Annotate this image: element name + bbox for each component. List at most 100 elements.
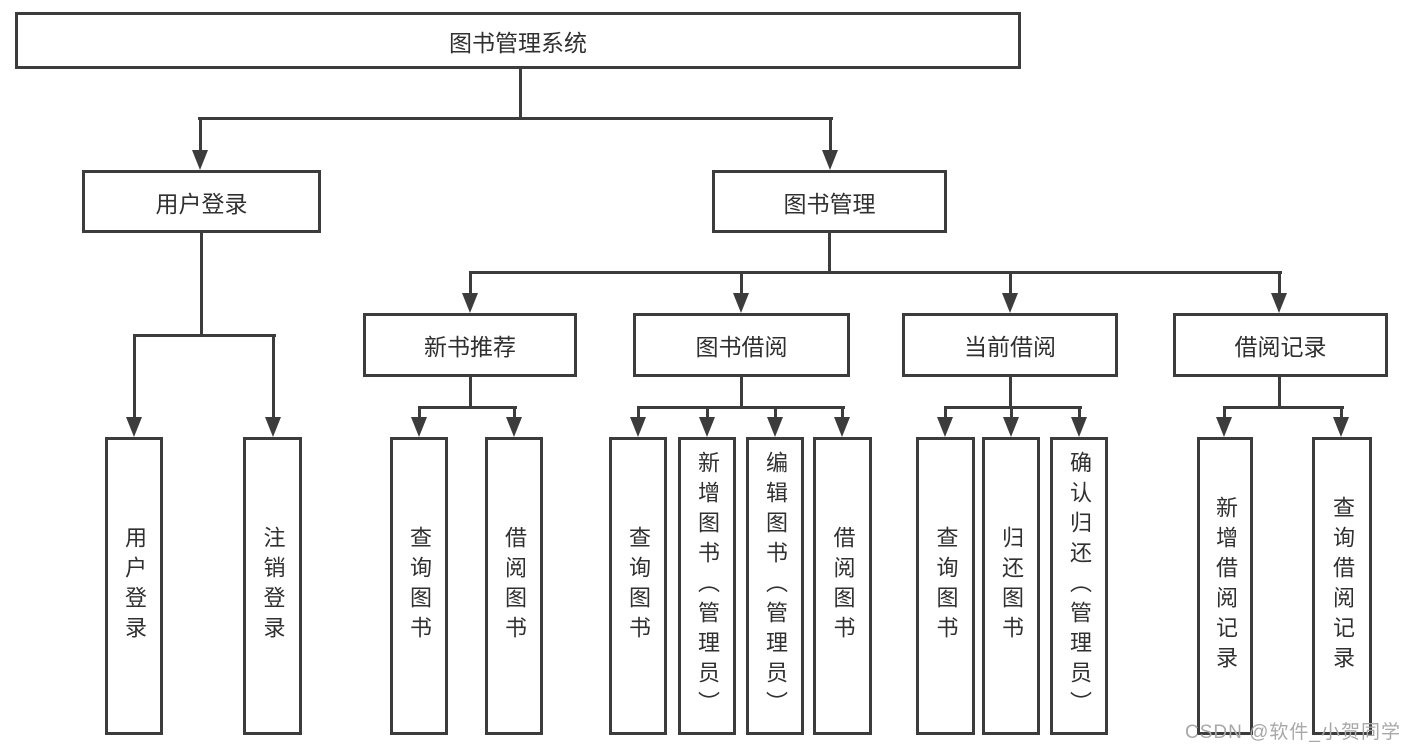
connector-bar	[468, 270, 1282, 274]
leaf-edit-books-admin: 编辑图书（管理员）	[746, 437, 804, 735]
node-label: 查询图书	[407, 526, 432, 646]
arrowhead-icon	[1271, 293, 1287, 313]
connector-stem	[417, 407, 421, 419]
arrowhead-icon	[733, 293, 749, 313]
arrowhead-icon	[937, 417, 953, 437]
connector-arrow	[1002, 272, 1018, 313]
node-label: 借阅图书	[502, 526, 527, 646]
connector-bar	[417, 405, 517, 409]
arrowhead-icon	[1216, 417, 1232, 437]
leaf-add-books-admin: 新增图书（管理员）	[678, 437, 736, 735]
node-label: 用户登录	[122, 526, 147, 646]
arrowhead-icon	[1333, 417, 1349, 437]
connector-stem	[739, 377, 743, 409]
connector-stem	[1008, 272, 1012, 295]
connector-stem	[132, 335, 136, 419]
connector-arrow	[1216, 407, 1232, 437]
connector-arrow	[733, 272, 749, 313]
connector-arrow	[630, 407, 646, 437]
node-label: 借阅记录	[1234, 334, 1327, 360]
connector-stem	[636, 407, 640, 419]
node-label: 图书管理系统	[449, 29, 587, 56]
connector-arrow	[462, 272, 478, 313]
connector-stem	[943, 407, 947, 419]
node-user-login: 用户登录	[82, 170, 321, 233]
arrowhead-icon	[265, 417, 281, 437]
connector-stem	[840, 407, 844, 419]
connector-stem	[518, 69, 522, 120]
leaf-borrow-books-recommend: 借阅图书	[485, 437, 543, 735]
connector-stem	[1222, 407, 1226, 419]
connector-bar	[636, 405, 845, 409]
watermark: CSDN @软件_小贺同学	[1185, 722, 1401, 743]
leaf-query-books-current: 查询图书	[916, 437, 975, 735]
node-current-borrowing: 当前借阅	[902, 313, 1118, 377]
node-new-book-recommendation: 新书推荐	[363, 313, 577, 377]
leaf-confirm-return-admin: 确认归还（管理员）	[1050, 437, 1108, 735]
leaf-add-borrow-record: 新增借阅记录	[1197, 437, 1253, 735]
node-label: 查询图书	[626, 526, 651, 646]
connector-stem	[1008, 377, 1012, 409]
arrowhead-icon	[1071, 417, 1087, 437]
connector-arrow	[937, 407, 953, 437]
node-label: 当前借阅	[964, 334, 1056, 360]
node-label: 确认归还（管理员）	[1067, 451, 1092, 721]
leaf-return-books: 归还图书	[982, 437, 1040, 735]
connector-arrow	[265, 335, 281, 437]
node-label: 图书管理	[783, 190, 876, 217]
arrowhead-icon	[767, 417, 783, 437]
connector-stem	[468, 377, 472, 409]
leaf-query-borrow-record: 查询借阅记录	[1312, 437, 1372, 735]
connector-stem	[512, 407, 516, 419]
connector-arrow	[767, 407, 783, 437]
connector-arrow	[1071, 407, 1087, 437]
arrowhead-icon	[1002, 293, 1018, 313]
connector-arrow	[411, 407, 427, 437]
leaf-logout-login: 注销登录	[243, 437, 302, 735]
connector-bar	[943, 405, 1082, 409]
leaf-query-books-recommend: 查询图书	[390, 437, 448, 735]
connector-arrow	[1003, 407, 1019, 437]
connector-arrow	[822, 118, 838, 170]
node-book-borrowing: 图书借阅	[633, 313, 850, 377]
node-label: 归还图书	[999, 526, 1024, 646]
node-label: 注销登录	[260, 526, 286, 646]
leaf-borrow-books-borrowing: 借阅图书	[813, 437, 872, 735]
connector-stem	[1339, 407, 1343, 419]
connector-arrow	[126, 335, 142, 437]
connector-stem	[1009, 407, 1013, 419]
arrowhead-icon	[822, 150, 838, 170]
arrowhead-icon	[1003, 417, 1019, 437]
node-label: 用户登录	[155, 190, 248, 217]
arrowhead-icon	[630, 417, 646, 437]
arrowhead-icon	[126, 417, 142, 437]
node-library-management-system: 图书管理系统	[15, 12, 1021, 69]
connector-stem	[773, 407, 777, 419]
connector-arrow	[1333, 407, 1349, 437]
connector-arrow	[1271, 272, 1287, 313]
connector-stem	[828, 118, 832, 152]
connector-stem	[199, 233, 203, 337]
leaf-query-books-borrowing: 查询图书	[609, 437, 667, 735]
connector-arrow	[506, 407, 522, 437]
connector-stem	[1277, 272, 1281, 295]
connector-arrow	[699, 407, 715, 437]
node-label: 新增图书（管理员）	[695, 451, 720, 721]
node-label: 编辑图书（管理员）	[763, 451, 788, 721]
connector-stem	[271, 335, 275, 419]
arrowhead-icon	[192, 150, 208, 170]
connector-stem	[827, 233, 831, 274]
connector-arrow	[834, 407, 850, 437]
connector-stem	[739, 272, 743, 295]
connector-stem	[705, 407, 709, 419]
connector-stem	[1277, 377, 1281, 409]
connector-stem	[198, 118, 202, 152]
connector-stem	[468, 272, 472, 295]
connector-bar	[197, 116, 833, 120]
arrowhead-icon	[462, 293, 478, 313]
node-label: 查询借阅记录	[1330, 496, 1355, 676]
arrowhead-icon	[699, 417, 715, 437]
leaf-user-login: 用户登录	[105, 437, 163, 735]
arrowhead-icon	[834, 417, 850, 437]
